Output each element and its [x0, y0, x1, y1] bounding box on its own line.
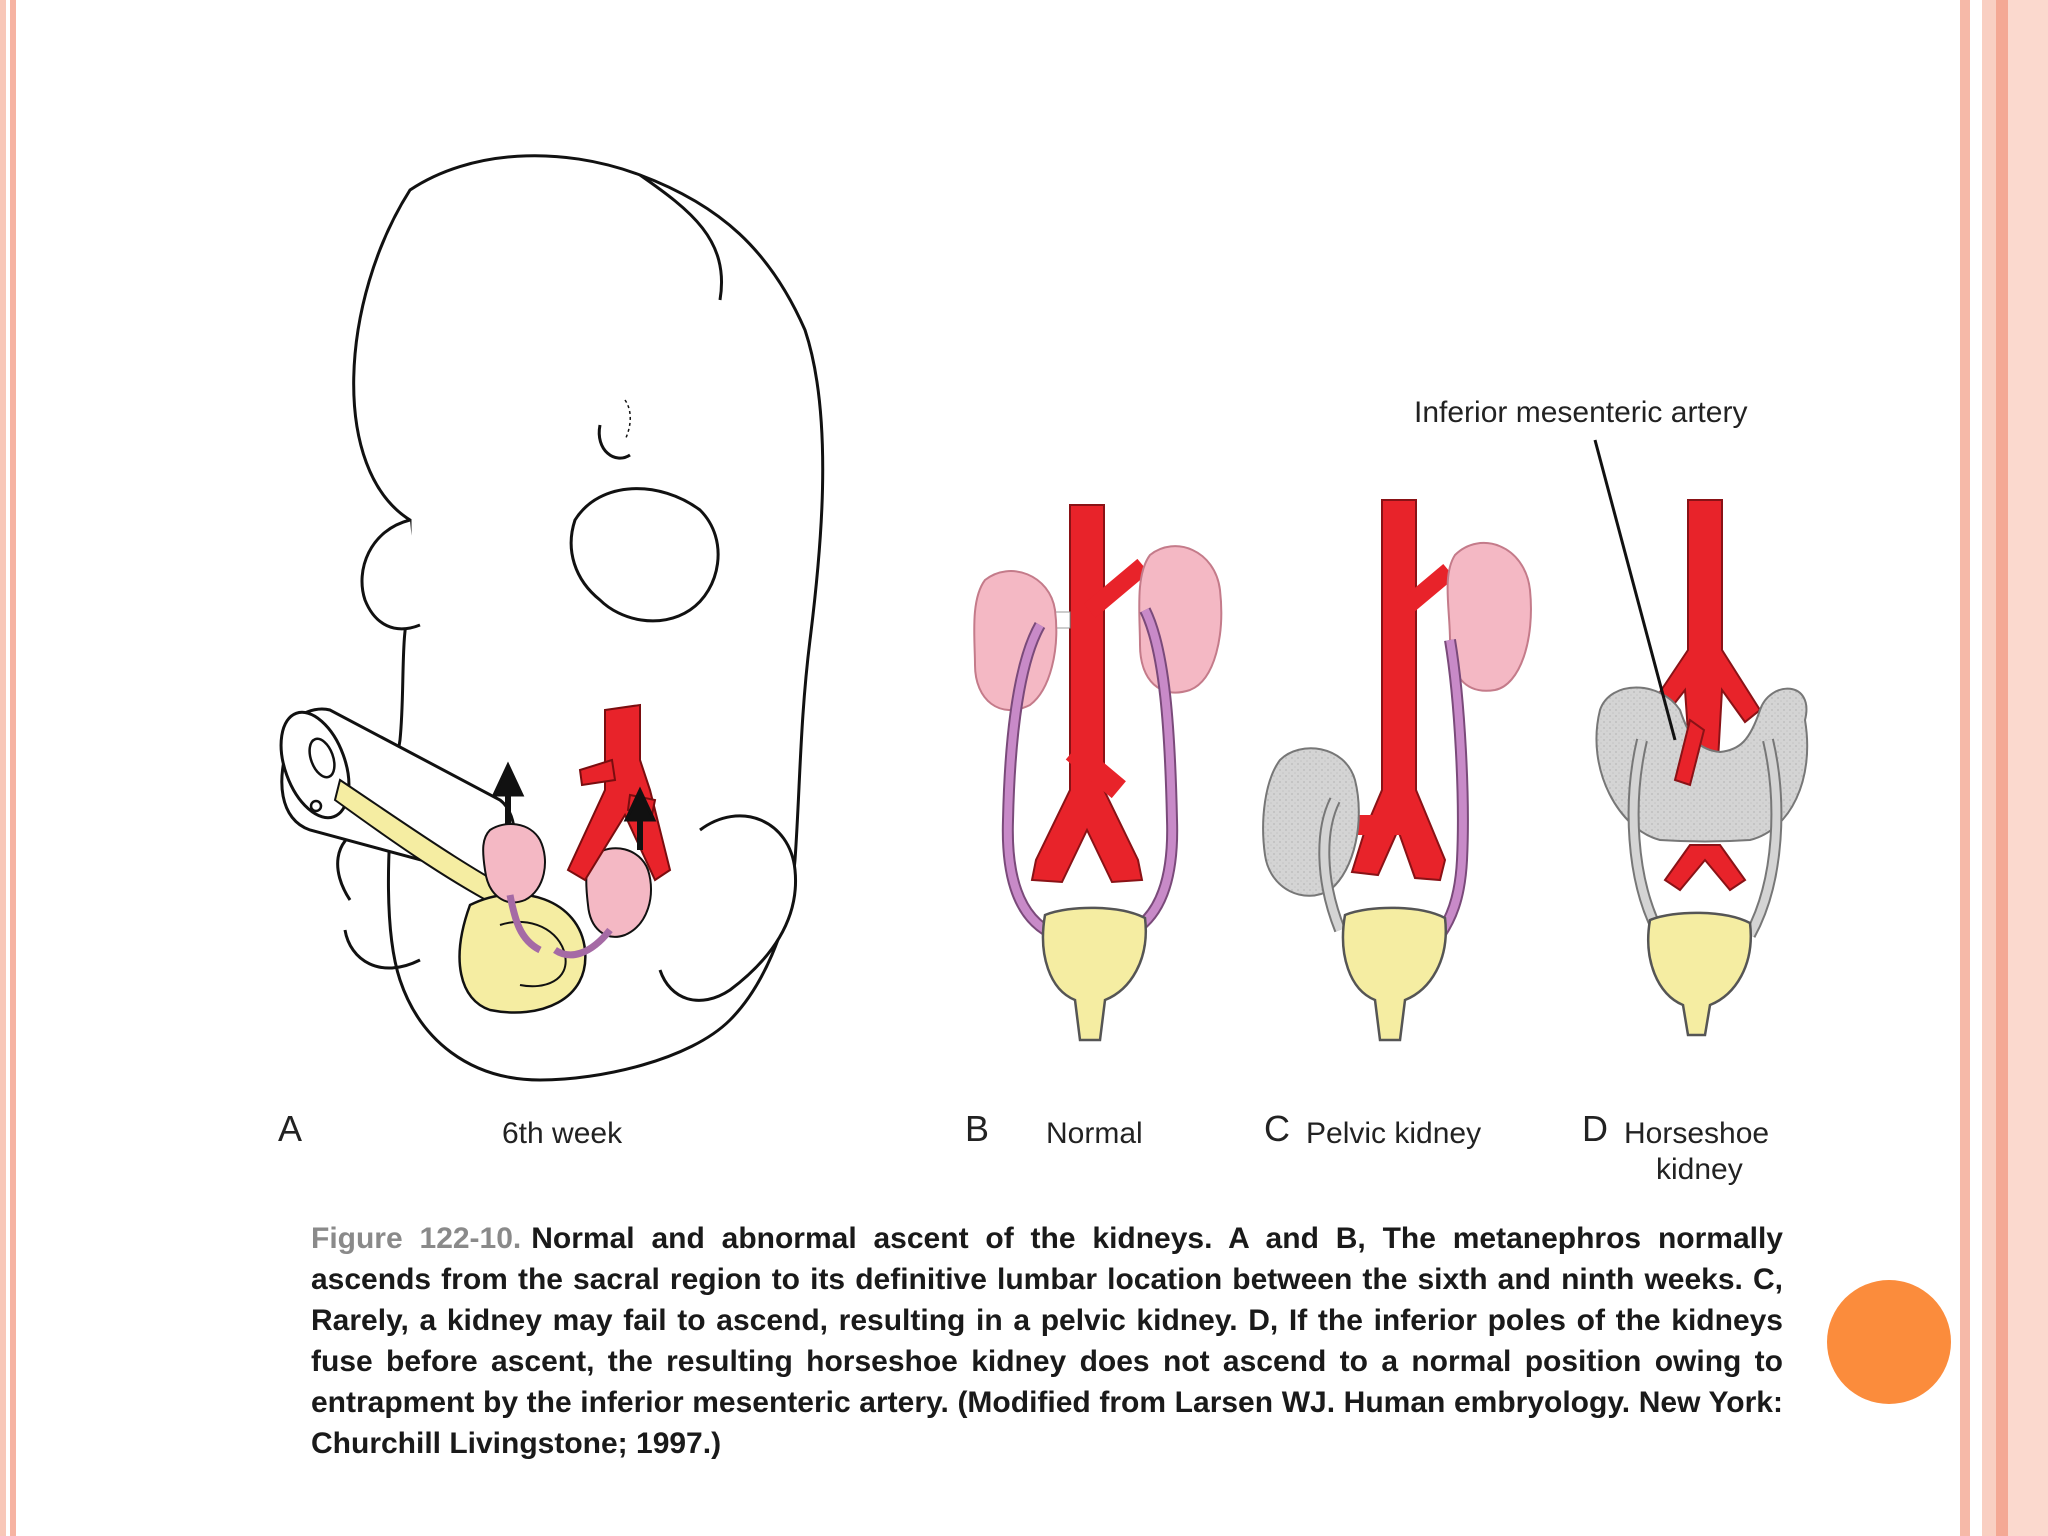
lower-limb-bud	[658, 814, 798, 1002]
aorta-a	[566, 703, 672, 882]
panel-c-letter: C	[1264, 1108, 1290, 1149]
kidney-right-a	[585, 847, 652, 938]
embryo-eye	[597, 424, 631, 460]
cardiac-bulge	[360, 518, 421, 631]
artery-callout-label: Inferior mesenteric artery	[1414, 396, 1748, 429]
panel-c-pelvic	[1262, 499, 1532, 1042]
panel-b-normal	[973, 504, 1223, 1042]
kidney-ascent-figure	[279, 154, 1809, 1082]
artery-callout-line	[1593, 439, 1677, 741]
inferior-mesenteric-artery	[1673, 718, 1706, 787]
panel-d-name-line1: Horseshoe	[1624, 1117, 1770, 1150]
kidney-pelvic-c	[1262, 747, 1360, 897]
panel-a-name: 6th week	[502, 1117, 623, 1150]
panel-c-name: Pelvic kidney	[1306, 1117, 1482, 1150]
panel-d-name-line2: kidney	[1656, 1153, 1743, 1186]
bladder-b	[1041, 906, 1148, 1042]
kidney-left-a	[482, 823, 546, 904]
upper-limb-bud	[569, 487, 720, 623]
ascent-arrow-right	[623, 786, 657, 850]
ascent-arrow-left	[491, 761, 525, 825]
panel-a-letter: A	[278, 1108, 303, 1149]
kidney-right-c	[1446, 541, 1532, 692]
panel-a-embryo	[279, 154, 825, 1082]
kidney-left-b	[973, 570, 1058, 711]
slide-border-right	[1956, 0, 2048, 1536]
aorta-b	[1030, 504, 1144, 884]
slide-border-left	[0, 0, 24, 1536]
bladder-c	[1341, 906, 1448, 1042]
panel-b-letter: B	[965, 1108, 990, 1149]
panel-d-letter: D	[1582, 1108, 1608, 1149]
panel-b-name: Normal	[1046, 1117, 1143, 1150]
caption-text: Normal and abnormal ascent of the kidney…	[311, 1222, 1783, 1460]
bladder-d	[1647, 911, 1753, 1037]
panel-d-horseshoe	[1593, 439, 1809, 1037]
horseshoe-kidney	[1595, 686, 1809, 843]
accent-circle	[1827, 1280, 1951, 1404]
figure-caption: Figure 122-10.Normal and abnormal ascent…	[311, 1218, 1783, 1464]
figure-number: Figure 122-10.	[311, 1222, 522, 1255]
